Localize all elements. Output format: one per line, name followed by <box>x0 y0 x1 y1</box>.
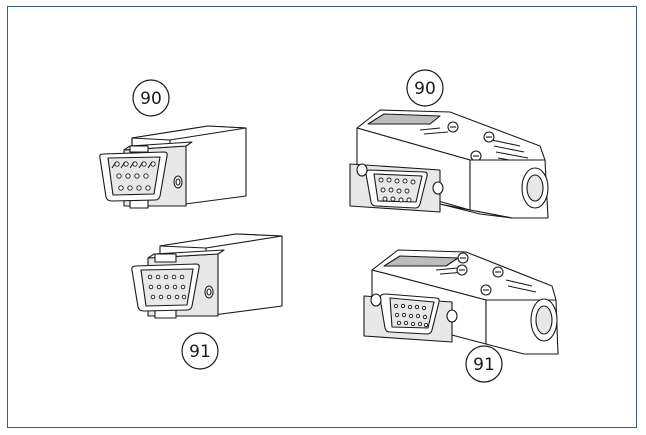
straight-db15-male-connector-icon <box>99 125 247 209</box>
label-text-bottom-left: 91 <box>189 342 211 362</box>
label-badge-bottom-right: 91 <box>465 345 503 383</box>
label-text-top-left: 90 <box>140 89 162 109</box>
angled-db15-female-connector-icon <box>363 249 559 355</box>
label-badge-top-right: 90 <box>406 69 444 107</box>
label-text-top-right: 90 <box>414 79 436 99</box>
angled-db15-male-connector-icon <box>349 109 549 219</box>
straight-db15-female-connector-icon <box>131 233 283 319</box>
label-badge-bottom-left: 91 <box>181 332 219 370</box>
label-text-bottom-right: 91 <box>473 355 495 375</box>
label-badge-top-left: 90 <box>132 79 170 117</box>
